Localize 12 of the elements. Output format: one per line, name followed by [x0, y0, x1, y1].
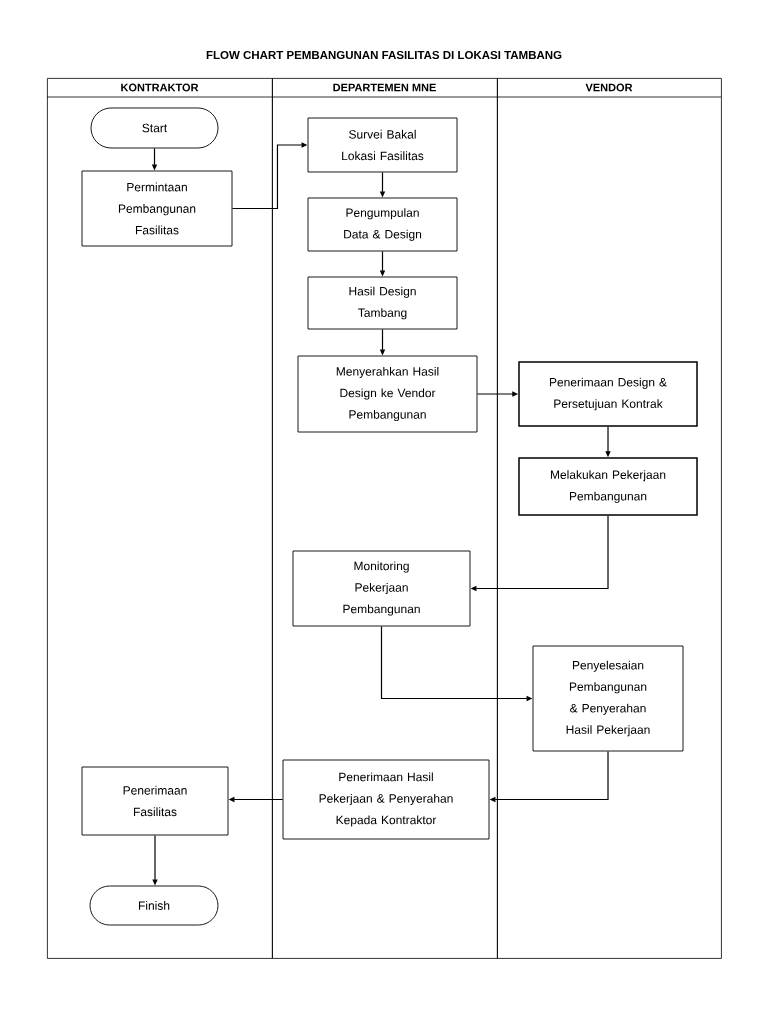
process-box: Menyerahkan Hasil Design ke Vendor Pembangunan [297, 355, 478, 433]
process-box: Monitoring Pekerjaan Pembangunan [292, 550, 471, 627]
process-box: Penerimaan Design & Persetujuan Kontrak [518, 361, 698, 427]
process-box: Survei Bakal Lokasi Fasilitas [307, 117, 458, 173]
process-box: Penyelesaian Pembangunan & Penyerahan Hasil Pekerjaan [532, 645, 684, 752]
process-box: Penerimaan Fasilitas [81, 766, 229, 836]
process-box: Permintaan Pembangunan Fasilitas [81, 170, 233, 247]
process-box: Pengumpulan Data & Design [307, 197, 458, 252]
process-box: Penerimaan Hasil Pekerjaan & Penyerahan Kepada Kontraktor [282, 759, 490, 840]
title: FLOW CHART PEMBANGUNAN FASILITAS DI LOKASI TAMBANG [206, 50, 562, 60]
process-box: Melakukan Pekerjaan Pembangunan [518, 457, 698, 516]
process-box: Hasil Design Tambang [307, 276, 458, 330]
